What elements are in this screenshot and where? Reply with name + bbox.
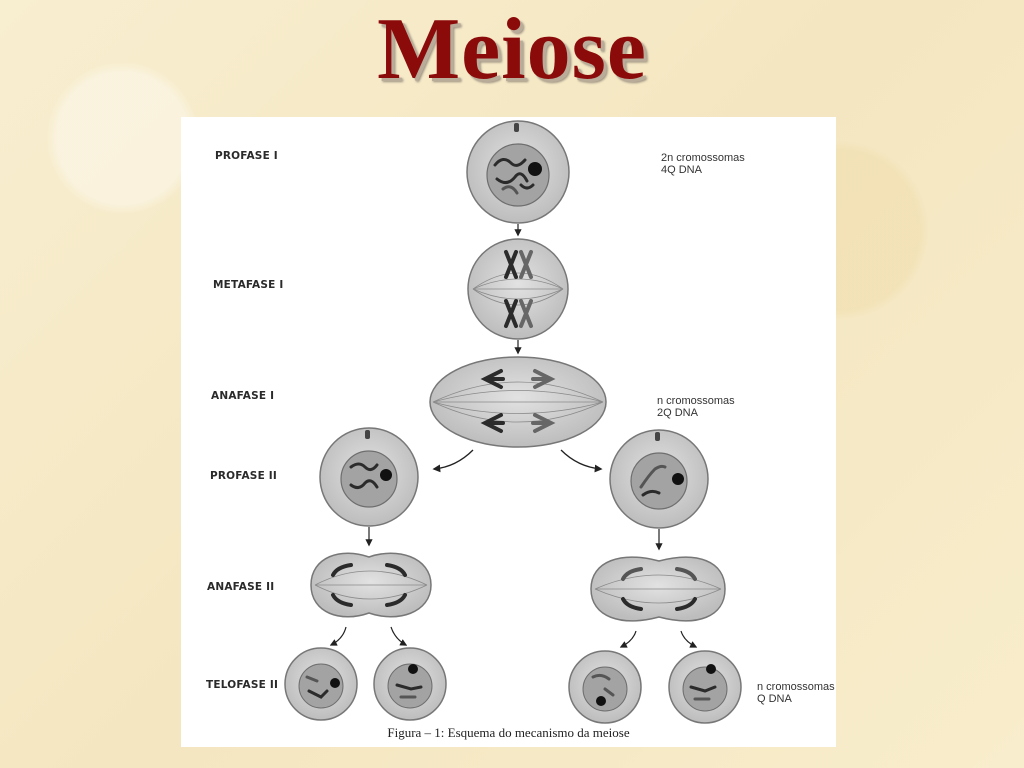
note-n2q-line2: 2Q DNA <box>657 407 698 419</box>
note-2n-line2: 4Q DNA <box>661 164 702 176</box>
cell-profase-ii-right <box>609 429 709 529</box>
cell-anafase-ii-left <box>310 552 432 618</box>
label-metafase-i: METAFASE I <box>213 279 284 291</box>
label-anafase-i: ANAFASE I <box>211 390 275 402</box>
cell-telofase-ii-2 <box>373 647 447 721</box>
cell-telofase-ii-1 <box>284 647 358 721</box>
meiosis-figure: PROFASE I METAFASE I ANAFASE I PROFASE I… <box>181 117 836 747</box>
cell-anafase-i <box>429 356 607 448</box>
label-telofase-ii: TELOFASE II <box>206 679 279 691</box>
note-n-2q: n cromossomas 2Q DNA <box>657 395 735 419</box>
cell-metafase-i <box>467 238 569 340</box>
label-profase-ii: PROFASE II <box>210 470 278 482</box>
cell-telofase-ii-4 <box>668 650 742 724</box>
figure-caption: Figura – 1: Esquema do mecanismo da meio… <box>387 725 630 740</box>
cell-profase-i <box>466 120 570 224</box>
slide-title: Meiose <box>377 1 647 98</box>
cell-telofase-ii-3 <box>568 650 642 724</box>
note-nq-line2: Q DNA <box>757 693 792 705</box>
note-2n-4q: 2n cromossomas 4Q DNA <box>661 152 745 176</box>
note-n2q-line1: n cromossomas <box>657 395 735 407</box>
label-profase-i: PROFASE I <box>215 150 278 162</box>
note-n-q: n cromossomas Q DNA <box>757 681 835 705</box>
note-2n-line1: 2n cromossomas <box>661 152 745 164</box>
label-anafase-ii: ANAFASE II <box>207 581 275 593</box>
note-nq-line1: n cromossomas <box>757 681 835 693</box>
cell-profase-ii-left <box>319 427 419 527</box>
meiosis-diagram-svg <box>284 120 742 724</box>
cell-anafase-ii-right <box>590 556 726 622</box>
